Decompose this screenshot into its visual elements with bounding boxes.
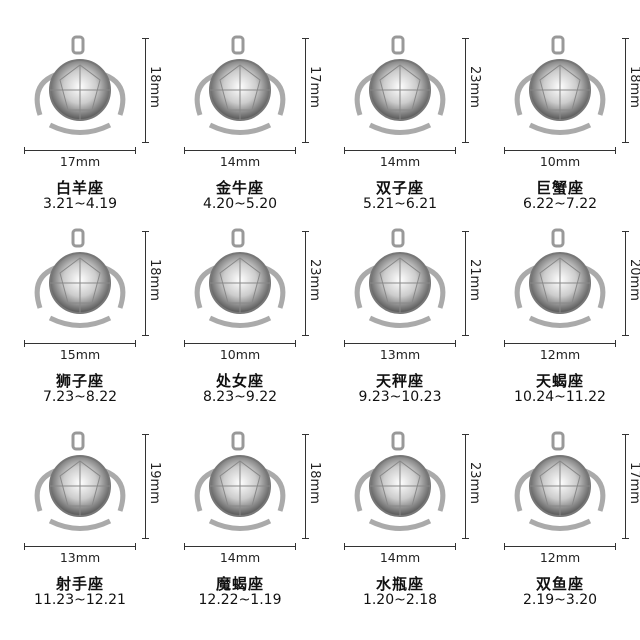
pendant-card: 18mm 15mm 狮子座 7.23~8.22 [0,208,162,425]
pendant-image [180,208,300,342]
width-dimension-line [504,543,616,550]
zodiac-dates: 2.19~3.20 [522,592,598,608]
zodiac-name: 双鱼座 [535,575,584,593]
width-dimension-line [344,543,456,550]
zodiac-dates: 5.21~6.21 [362,196,438,212]
pendant-card: 19mm 13mm 射手座 11.23~12.21 [0,420,162,635]
width-label: 12mm [539,550,581,565]
zodiac-dates: 6.22~7.22 [522,196,598,212]
zodiac-name: 天蝎座 [535,372,584,390]
width-dimension-line [504,147,616,154]
width-label: 13mm [59,550,101,565]
width-dimension-line [344,147,456,154]
height-dimension-line [622,231,629,336]
pendant-card: 23mm 14mm 水瓶座 1.20~2.18 [320,420,482,635]
width-dimension-line [184,340,296,347]
height-label: 20mm [627,259,640,301]
height-dimension-line [462,231,469,336]
pendant-image [500,411,620,545]
width-label: 10mm [539,154,581,169]
width-dimension-line [184,147,296,154]
width-label: 13mm [379,347,421,362]
height-dimension-line [462,434,469,539]
zodiac-name: 天秤座 [375,372,424,390]
width-dimension-line [184,543,296,550]
height-dimension-line [622,434,629,539]
zodiac-name: 射手座 [55,575,104,593]
height-label: 17mm [627,462,640,504]
width-dimension-line [24,543,136,550]
zodiac-name: 白羊座 [55,179,104,197]
width-dimension-line [24,147,136,154]
zodiac-dates: 10.24~11.22 [514,389,606,405]
width-label: 12mm [539,347,581,362]
pendant-card: 21mm 13mm 天秤座 9.23~10.23 [320,208,482,425]
height-dimension-line [142,231,149,336]
pendant-card: 18mm 14mm 魔蝎座 12.22~1.19 [160,420,322,635]
pendant-card: 18mm 10mm 巨蟹座 6.22~7.22 [480,0,640,215]
pendant-image [340,15,460,149]
zodiac-name: 双子座 [375,179,424,197]
width-label: 14mm [219,154,261,169]
width-dimension-line [24,340,136,347]
height-dimension-line [462,38,469,143]
zodiac-dates: 4.20~5.20 [202,196,278,212]
zodiac-name: 魔蝎座 [215,575,264,593]
width-label: 14mm [379,550,421,565]
pendant-image [180,15,300,149]
width-label: 14mm [379,154,421,169]
pendant-image [20,411,140,545]
width-dimension-line [344,340,456,347]
pendant-card: 23mm 14mm 双子座 5.21~6.21 [320,0,482,215]
zodiac-dates: 1.20~2.18 [362,592,438,608]
zodiac-name: 金牛座 [215,179,264,197]
zodiac-name: 水瓶座 [375,575,424,593]
pendant-image [500,15,620,149]
width-dimension-line [504,340,616,347]
zodiac-name: 处女座 [215,372,264,390]
pendant-card: 17mm 12mm 双鱼座 2.19~3.20 [480,420,640,635]
pendant-image [20,15,140,149]
zodiac-dates: 11.23~12.21 [34,592,126,608]
pendant-card: 20mm 12mm 天蝎座 10.24~11.22 [480,210,640,425]
height-dimension-line [302,434,309,539]
pendant-image [180,411,300,545]
pendant-card: 18mm 17mm 白羊座 3.21~4.19 [0,0,162,215]
zodiac-dates: 12.22~1.19 [198,592,282,608]
height-dimension-line [302,38,309,143]
zodiac-dates: 8.23~9.22 [202,389,278,405]
width-label: 15mm [59,347,101,362]
height-dimension-line [302,231,309,336]
pendant-image [340,208,460,342]
height-dimension-line [622,38,629,143]
zodiac-dates: 3.21~4.19 [42,196,118,212]
zodiac-name: 巨蟹座 [535,179,584,197]
width-label: 14mm [219,550,261,565]
pendant-image [20,208,140,342]
pendant-image [500,208,620,342]
height-dimension-line [142,434,149,539]
pendant-card: 23mm 10mm 处女座 8.23~9.22 [160,208,322,425]
height-label: 18mm [627,66,640,108]
zodiac-name: 狮子座 [55,372,104,390]
zodiac-dates: 9.23~10.23 [358,389,442,405]
width-label: 17mm [59,154,101,169]
width-label: 10mm [219,347,261,362]
pendant-image [340,411,460,545]
zodiac-dates: 7.23~8.22 [42,389,118,405]
height-dimension-line [142,38,149,143]
pendant-card: 17mm 14mm 金牛座 4.20~5.20 [160,0,322,215]
